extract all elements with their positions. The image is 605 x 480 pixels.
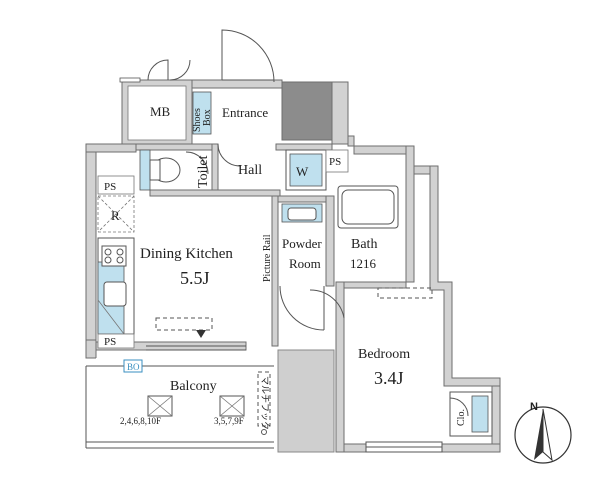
closet-label: Clo.	[456, 409, 467, 426]
doors	[119, 29, 443, 453]
dining-marker-triangle	[196, 330, 206, 338]
washer-label: W	[296, 164, 309, 179]
ps-top-box	[325, 149, 349, 173]
structural-wall-bottom	[277, 349, 335, 453]
ps-top-label: PS	[329, 156, 341, 168]
picture-rail-label: Picture Rail	[262, 234, 273, 282]
closet-fixture	[449, 391, 493, 437]
washer-fixture	[285, 149, 327, 191]
balcony-area	[85, 358, 274, 449]
mb-label: MB	[150, 104, 171, 119]
dining-kitchen-size: 5.5J	[180, 268, 210, 288]
ps-left-bottom-box	[97, 333, 135, 349]
powder-sink-fixture	[281, 203, 323, 223]
structural-pillar-top	[281, 81, 333, 141]
kitchen-counter	[97, 237, 135, 335]
bedroom-size-label: 3.4J	[374, 368, 404, 388]
ps-left-top-label: PS	[104, 181, 116, 193]
compass-north-label: N	[530, 401, 538, 413]
bo-tag-label: BO	[127, 362, 140, 372]
multi-hook-label: マルチフック	[260, 376, 270, 430]
ps-left-bottom-label: PS	[104, 336, 116, 348]
balcony-note-right: 3,5,7,9F	[214, 416, 244, 426]
refrigerator-label: R	[111, 208, 120, 223]
balcony-label: Balcony	[170, 379, 217, 394]
powder-room-label-1: Powder	[282, 236, 322, 251]
compass-icon	[514, 406, 572, 464]
bath-label: Bath	[351, 237, 377, 252]
ps-left-top-box	[97, 175, 135, 195]
balcony-note-left: 2,4,6,8,10F	[120, 416, 161, 426]
toilet-label: Toilet	[196, 155, 211, 188]
dining-dashed-storage	[155, 317, 213, 331]
bedroom-dashed-storage	[377, 287, 433, 299]
shoes-box-label-2: Box	[202, 109, 213, 126]
bath-size-label: 1216	[350, 256, 377, 271]
walls	[85, 79, 501, 453]
shoes-box-fixture	[192, 91, 212, 135]
powder-room-label-2: Room	[289, 256, 321, 271]
entrance-label: Entrance	[222, 105, 268, 120]
bathtub-fixture	[337, 185, 399, 229]
hall-label: Hall	[238, 163, 262, 178]
shoes-box-label-1: Shoes	[192, 108, 203, 132]
dining-kitchen-label: Dining Kitchen	[140, 246, 233, 262]
bo-tag-box	[123, 359, 143, 373]
bedroom-label: Bedroom	[358, 347, 410, 362]
refrigerator-space	[97, 195, 135, 233]
toilet-fixture	[139, 149, 181, 191]
